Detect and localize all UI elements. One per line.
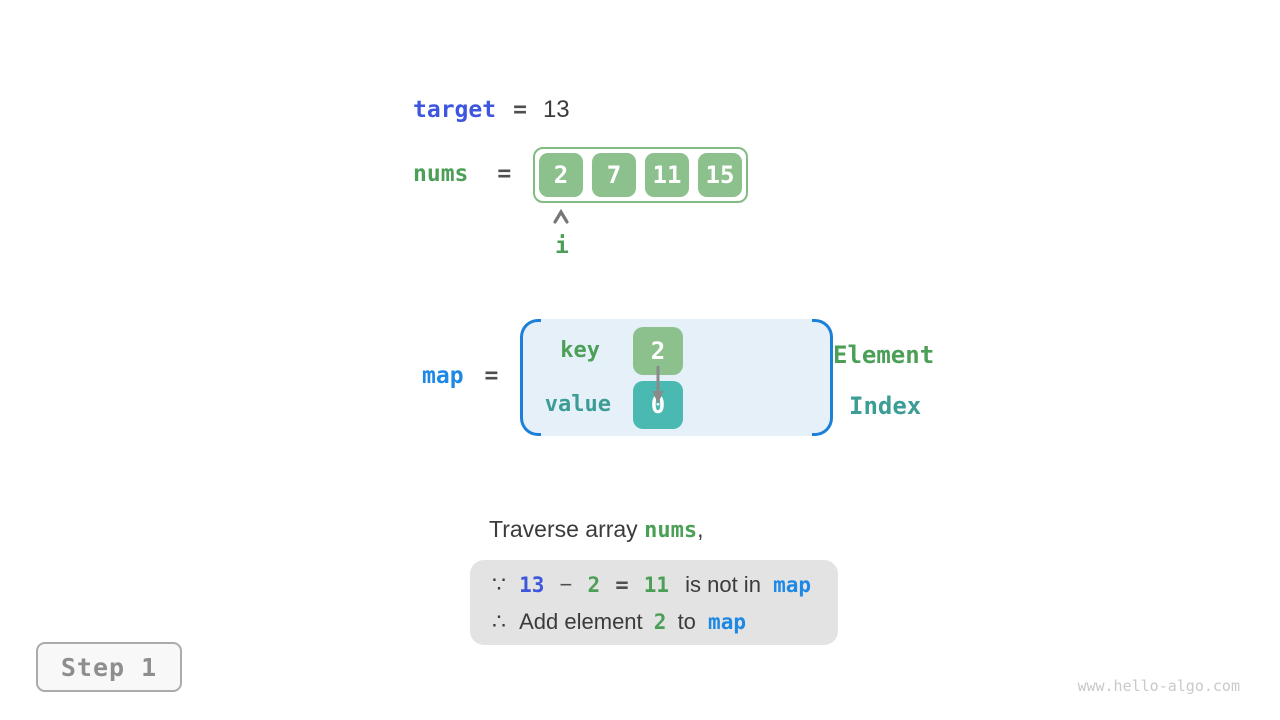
step-badge: Step 1 (36, 642, 182, 692)
caption-comma: , (697, 516, 704, 542)
array-cell: 11 (645, 153, 689, 197)
index-pointer-label: i (555, 233, 569, 259)
note-line2-text: Add element (519, 609, 643, 634)
nums-array: 2 7 11 15 (533, 147, 748, 203)
nums-equals: = (497, 161, 512, 187)
note-difference-value: 11 (643, 573, 669, 597)
target-expression: target = 13 (413, 96, 570, 124)
map-expression: map = (422, 363, 498, 389)
caption-text: Traverse array (489, 516, 645, 542)
note-line-2: ∴ Add element 2 to map (492, 604, 838, 640)
note-line2-element-value: 2 (653, 610, 667, 634)
therefore-symbol: ∴ (492, 609, 506, 634)
note-line1-map-code: map (773, 573, 811, 597)
note-line1-text: is not in (685, 572, 761, 597)
nums-label: nums (413, 161, 469, 187)
target-label: target (413, 97, 497, 123)
note-line2-map-code: map (708, 610, 746, 634)
map-equals: = (484, 363, 499, 389)
key-to-value-arrow-icon (652, 365, 664, 410)
watermark: www.hello-algo.com (1077, 677, 1240, 695)
map-key-label: key (560, 338, 600, 363)
caption-sentence: Traverse array nums, (489, 515, 703, 545)
array-cell: 2 (539, 153, 583, 197)
element-annotation: Element (833, 341, 935, 369)
because-symbol: ∵ (492, 572, 506, 597)
index-pointer-icon (551, 208, 571, 230)
array-cell: 15 (698, 153, 742, 197)
nums-expression: nums = (413, 161, 511, 187)
map-container: key value 2 0 (520, 319, 833, 436)
note-line-1: ∵ 13 − 2 = 11 is not in map (492, 567, 838, 604)
target-value: 13 (542, 96, 570, 123)
caption-nums-code: nums (644, 518, 698, 543)
map-key-cell: 2 (633, 327, 683, 375)
note-equals: = (615, 573, 629, 598)
reasoning-note: ∵ 13 − 2 = 11 is not in map ∴ Add elemen… (470, 560, 838, 645)
map-label: map (422, 363, 464, 389)
index-annotation: Index (849, 392, 922, 420)
note-line2-to-text: to (677, 609, 696, 634)
note-target-value: 13 (519, 573, 545, 597)
map-right-bracket (812, 319, 833, 436)
note-element-value: 2 (587, 573, 601, 597)
minus-operator: − (559, 572, 573, 597)
map-value-label: value (544, 392, 611, 417)
map-left-bracket (520, 319, 541, 436)
array-cell: 7 (592, 153, 636, 197)
target-equals: = (513, 97, 527, 123)
